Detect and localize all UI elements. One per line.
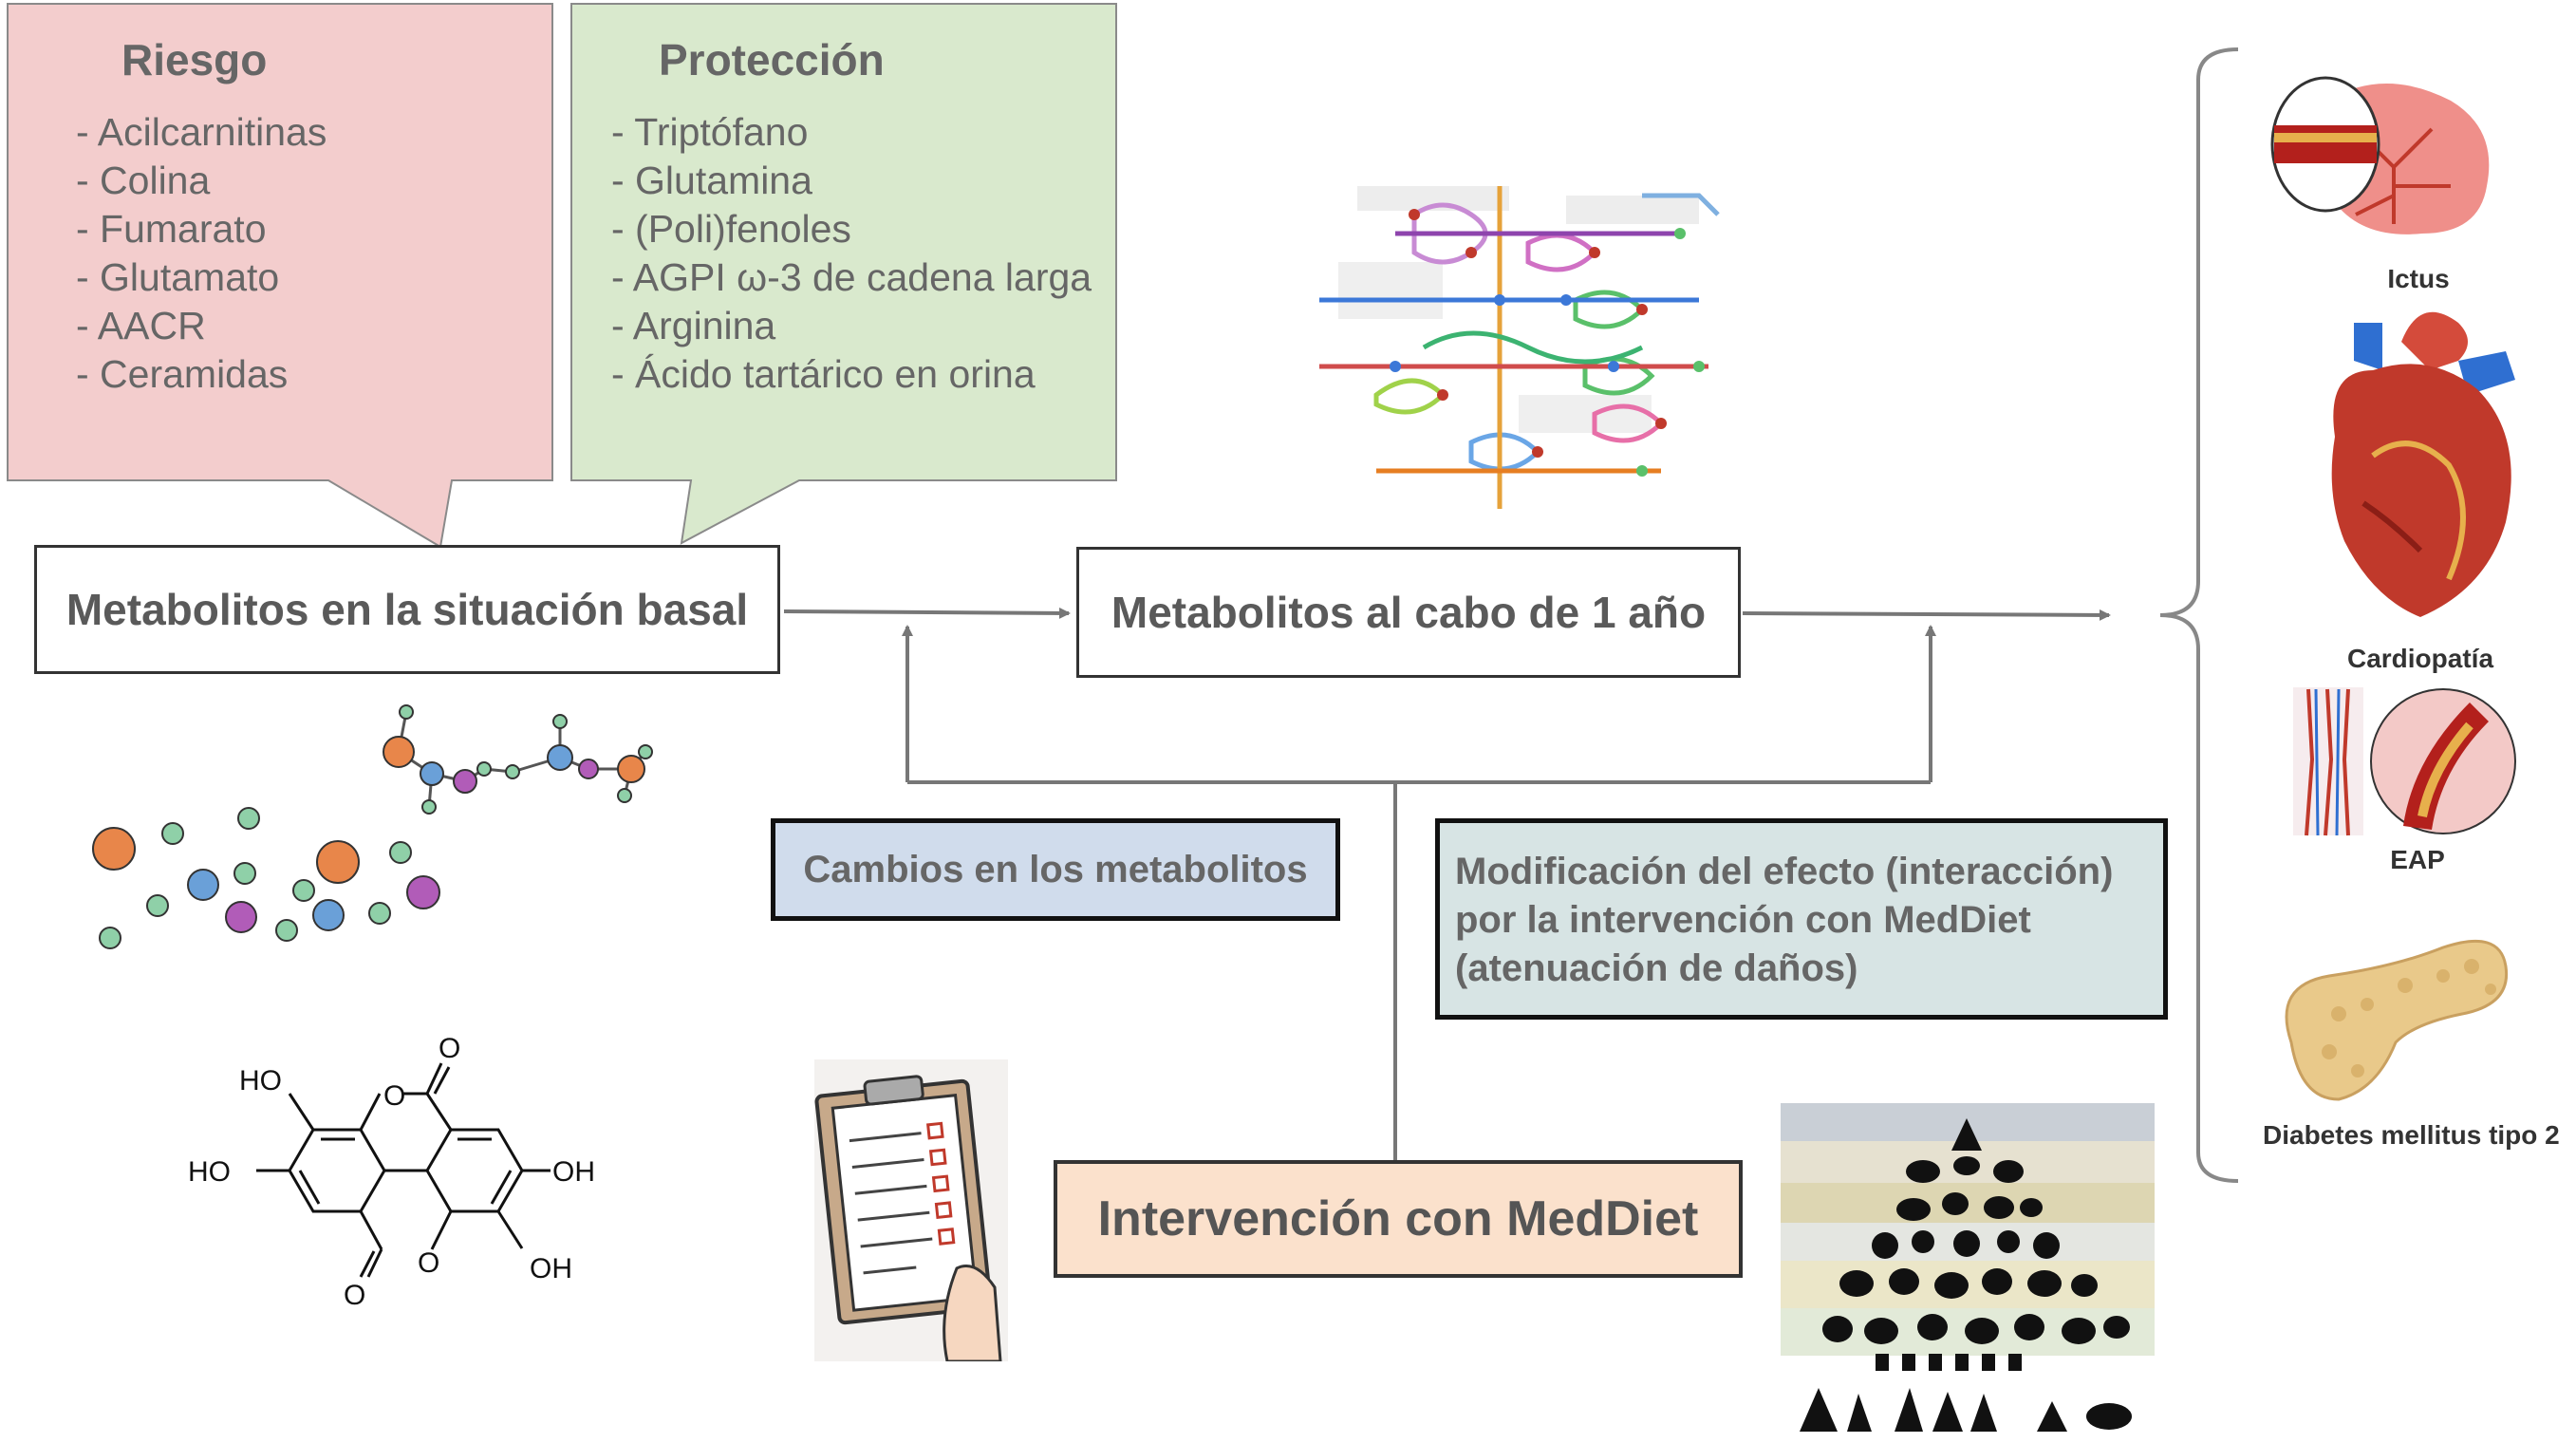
metabolic-pathway-map-image (1319, 186, 1720, 509)
baseline-metabolites-label: Metabolitos en la situación basal (65, 585, 749, 634)
risk-item: - Glutamato (76, 255, 280, 299)
mol-label-o-carbonyl-bottom: O (344, 1280, 365, 1311)
effect-modification-box: Modificación del efecto (interacción) po… (1435, 818, 2168, 1020)
pad-artery-image (2293, 687, 2516, 836)
heart-disease-label: Cardiopatía (2346, 644, 2494, 673)
mol-label-ho-left: HO (188, 1156, 231, 1188)
risk-list: - Acilcarnitinas - Colina - Fumarato - G… (76, 108, 327, 399)
risk-title: Riesgo (121, 35, 268, 84)
protection-list: - Triptófano - Glutamina - (Poli)fenoles… (611, 108, 1092, 399)
brain-stroke-image (2270, 76, 2490, 234)
clipboard-checklist-image (814, 1059, 1008, 1361)
mol-label-o-ring-top: O (383, 1080, 405, 1112)
effect-modification-line: (atenuación de daños) (1455, 947, 1858, 989)
protection-item: - (Poli)fenoles (611, 207, 851, 251)
meddiet-intervention-box: Intervención con MedDiet (1054, 1160, 1743, 1278)
effect-modification-line: por la intervención con MedDiet (1455, 899, 2031, 941)
risk-item: - Colina (76, 159, 211, 202)
oneyear-metabolites-box: Metabolitos al cabo de 1 año (1076, 547, 1741, 678)
protection-item: - Arginina (611, 304, 776, 347)
arrow-oneyear-to-outcomes (1742, 609, 2111, 621)
protection-item: - Ácido tartárico en orina (611, 352, 1036, 396)
heart-image (2331, 311, 2515, 617)
baseline-metabolites-box: Metabolitos en la situación basal (34, 545, 780, 674)
pancreas-image (2285, 939, 2509, 1101)
oneyear-metabolites-label: Metabolitos al cabo de 1 año (1111, 588, 1707, 637)
mol-label-o-ring-bottom: O (418, 1247, 439, 1279)
risk-item: - AACR (76, 304, 206, 347)
metabolite-changes-box: Cambios en los metabolitos (771, 818, 1340, 921)
meddiet-pyramid-image (1781, 1103, 2155, 1435)
effect-modification-line: Modificación del efecto (interacción) (1455, 851, 2114, 892)
protection-item: - AGPI ω-3 de cadena larga (611, 255, 1092, 299)
metabolite-changes-label: Cambios en los metabolitos (803, 848, 1308, 890)
risk-item: - Acilcarnitinas (76, 110, 327, 154)
ellagic-acid-structure: HO HO OH OH O O O O (188, 1033, 595, 1311)
risk-item: - Fumarato (76, 207, 267, 251)
outcomes-brace (2159, 47, 2239, 1183)
mol-label-o-carbonyl-top: O (439, 1033, 460, 1064)
protection-item: - Triptófano (611, 110, 809, 154)
diabetes-label: Diabetes mellitus tipo 2 (2263, 1120, 2560, 1150)
mol-label-ho-top: HO (239, 1065, 282, 1096)
meddiet-intervention-label: Intervención con MedDiet (1097, 1191, 1699, 1246)
pad-label: EAP (2390, 845, 2445, 874)
protection-title: Protección (659, 35, 885, 84)
risk-item: - Ceramidas (76, 352, 289, 396)
mol-label-oh-bottom: OH (530, 1253, 572, 1284)
protection-item: - Glutamina (611, 159, 812, 202)
mol-label-oh-right: OH (552, 1156, 595, 1188)
molecules-illustration (92, 704, 653, 949)
stroke-label: Ictus (2387, 264, 2450, 293)
arrow-baseline-to-oneyear (783, 607, 1071, 619)
